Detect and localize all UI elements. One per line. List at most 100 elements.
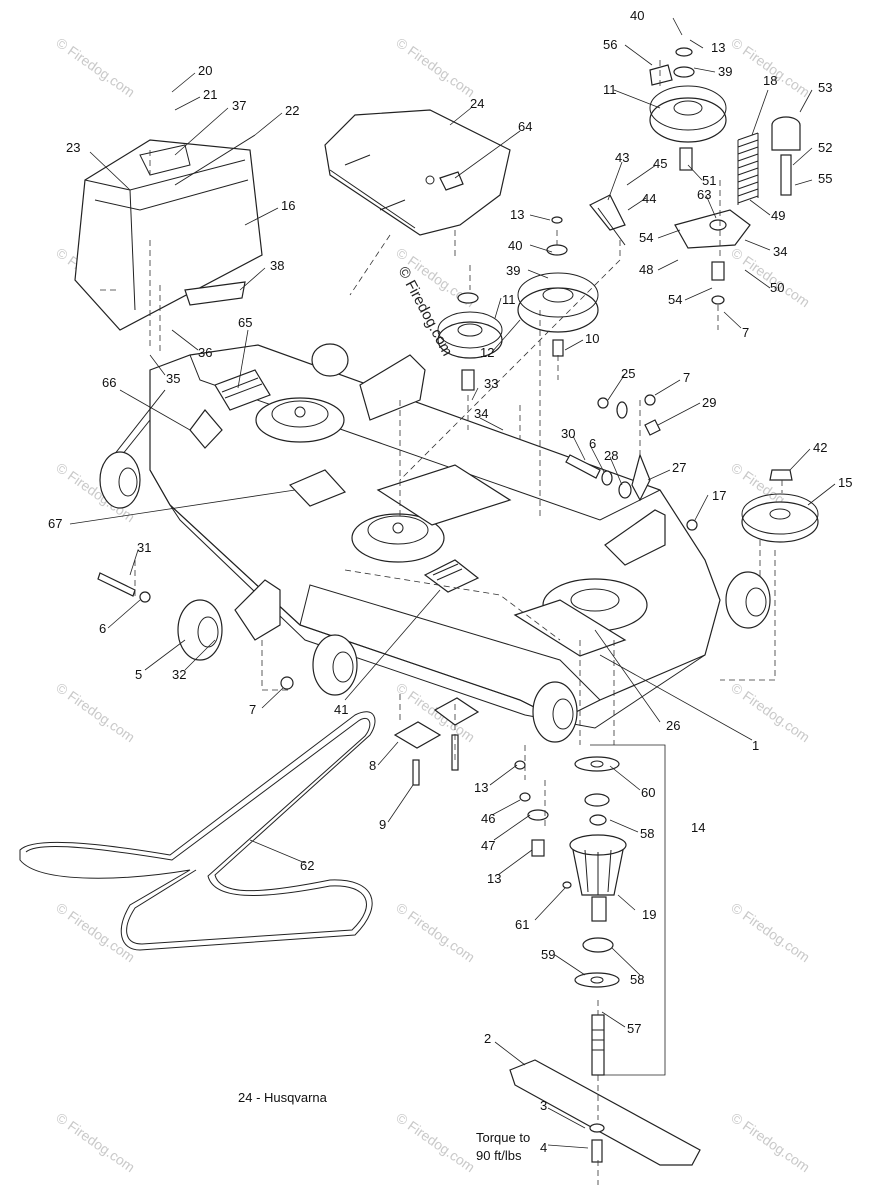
callout-31: 31 bbox=[137, 540, 151, 555]
callout-56: 56 bbox=[603, 37, 617, 52]
callout-47: 47 bbox=[481, 838, 495, 853]
callout-13: 13 bbox=[711, 40, 725, 55]
callout-11: 11 bbox=[502, 292, 516, 307]
wheel-rear-left bbox=[99, 451, 141, 509]
idler-pulley-11-left bbox=[437, 292, 503, 391]
callout-17: 17 bbox=[712, 488, 726, 503]
callout-9: 9 bbox=[379, 817, 386, 832]
drive-belt bbox=[19, 711, 376, 951]
callout-29: 29 bbox=[702, 395, 716, 410]
decal-66 bbox=[189, 409, 223, 449]
callout-57: 57 bbox=[627, 1021, 641, 1036]
callout-4: 4 bbox=[540, 1140, 547, 1155]
callout-35: 35 bbox=[166, 371, 180, 386]
diagram-caption: 24 - Husqvarna bbox=[238, 1090, 328, 1105]
callout-58: 58 bbox=[630, 972, 644, 987]
spindle-group-bracket bbox=[590, 744, 666, 1076]
callout-32: 32 bbox=[172, 667, 186, 682]
callout-63: 63 bbox=[697, 187, 711, 202]
callout-66: 66 bbox=[102, 375, 116, 390]
chute-rod bbox=[174, 134, 256, 186]
bolt-52 bbox=[780, 154, 792, 196]
callout-59: 59 bbox=[541, 947, 555, 962]
callout-3: 3 bbox=[540, 1098, 547, 1113]
chute-bracket-38 bbox=[184, 281, 246, 306]
callout-19: 19 bbox=[642, 907, 656, 922]
guide-lines bbox=[100, 60, 783, 1185]
idler-arm-63 bbox=[674, 209, 751, 249]
blade bbox=[509, 1059, 701, 1166]
deck-pulley-left bbox=[255, 397, 345, 443]
callout-6: 6 bbox=[99, 621, 106, 636]
deck-pulley-center bbox=[351, 513, 445, 563]
leader-lines bbox=[69, 17, 836, 1149]
spacer-54 bbox=[711, 261, 725, 305]
callout-38: 38 bbox=[270, 258, 284, 273]
access-plate bbox=[376, 464, 512, 526]
callout-65: 65 bbox=[238, 315, 252, 330]
watermark-tile-15: © Firedog.com bbox=[53, 1109, 138, 1175]
watermark-tile-0: © Firedog.com bbox=[53, 34, 138, 100]
watermark-tile-14: © Firedog.com bbox=[728, 899, 813, 965]
callout-52: 52 bbox=[818, 140, 832, 155]
wheel-rear-right bbox=[725, 571, 771, 629]
pulley-12 bbox=[517, 216, 599, 357]
callout-44: 44 bbox=[642, 191, 656, 206]
torque-note-line2: 90 ft/lbs bbox=[476, 1148, 522, 1163]
callout-25: 25 bbox=[621, 366, 635, 381]
callout-18: 18 bbox=[763, 73, 777, 88]
bolt-31-assembly bbox=[97, 572, 294, 690]
idler-lever-43 bbox=[589, 194, 626, 246]
callout-30: 30 bbox=[561, 426, 575, 441]
callout-28: 28 bbox=[604, 448, 618, 463]
callout-60: 60 bbox=[641, 785, 655, 800]
callout-49: 49 bbox=[771, 208, 785, 223]
callout-34: 34 bbox=[474, 406, 488, 421]
callout-13: 13 bbox=[510, 207, 524, 222]
decal-41 bbox=[423, 559, 480, 593]
callout-40: 40 bbox=[630, 8, 644, 23]
torque-note-line1: Torque to bbox=[476, 1130, 530, 1145]
callout-24: 24 bbox=[470, 96, 484, 111]
callout-67: 67 bbox=[48, 516, 62, 531]
callout-37: 37 bbox=[232, 98, 246, 113]
callout-33: 33 bbox=[484, 376, 498, 391]
watermark-tile-5: © Firedog.com bbox=[728, 244, 813, 310]
callout-2: 2 bbox=[484, 1031, 491, 1046]
callout-7: 7 bbox=[683, 370, 690, 385]
callout-46: 46 bbox=[481, 811, 495, 826]
watermark-tile-12: © Firedog.com bbox=[53, 899, 138, 965]
callout-labels: 40 13 56 39 11 18 53 52 55 51 49 63 34 5… bbox=[48, 8, 852, 1155]
callout-62: 62 bbox=[300, 858, 314, 873]
callout-39: 39 bbox=[718, 64, 732, 79]
callout-48: 48 bbox=[639, 262, 653, 277]
callout-7: 7 bbox=[249, 702, 256, 717]
watermark-tile-13: © Firedog.com bbox=[393, 899, 478, 965]
wheel-rear-center bbox=[311, 343, 349, 377]
idler-pulley-11-right bbox=[649, 47, 727, 171]
callout-6: 6 bbox=[589, 436, 596, 451]
hardware-13-46-47 bbox=[514, 760, 549, 857]
callout-39: 39 bbox=[506, 263, 520, 278]
plate-8 bbox=[393, 697, 480, 786]
callout-27: 27 bbox=[672, 460, 686, 475]
callout-54: 54 bbox=[639, 230, 653, 245]
decal-67 bbox=[288, 469, 347, 507]
watermark-tile-11: © Firedog.com bbox=[728, 679, 813, 745]
watermark-tile-17: © Firedog.com bbox=[728, 1109, 813, 1175]
callout-58: 58 bbox=[640, 826, 654, 841]
callout-40: 40 bbox=[508, 238, 522, 253]
callout-45: 45 bbox=[653, 156, 667, 171]
watermark-tile-2: © Firedog.com bbox=[728, 34, 813, 100]
callout-14: 14 bbox=[691, 820, 705, 835]
callout-26: 26 bbox=[666, 718, 680, 733]
decal-65 bbox=[214, 369, 271, 411]
watermark-tile-9: © Firedog.com bbox=[53, 679, 138, 745]
discharge-chute bbox=[74, 139, 263, 331]
bracket-parts-25-30 bbox=[565, 394, 698, 531]
decal-26 bbox=[513, 599, 627, 657]
callout-50: 50 bbox=[770, 280, 784, 295]
callout-51: 51 bbox=[702, 173, 716, 188]
callout-21: 21 bbox=[203, 87, 217, 102]
